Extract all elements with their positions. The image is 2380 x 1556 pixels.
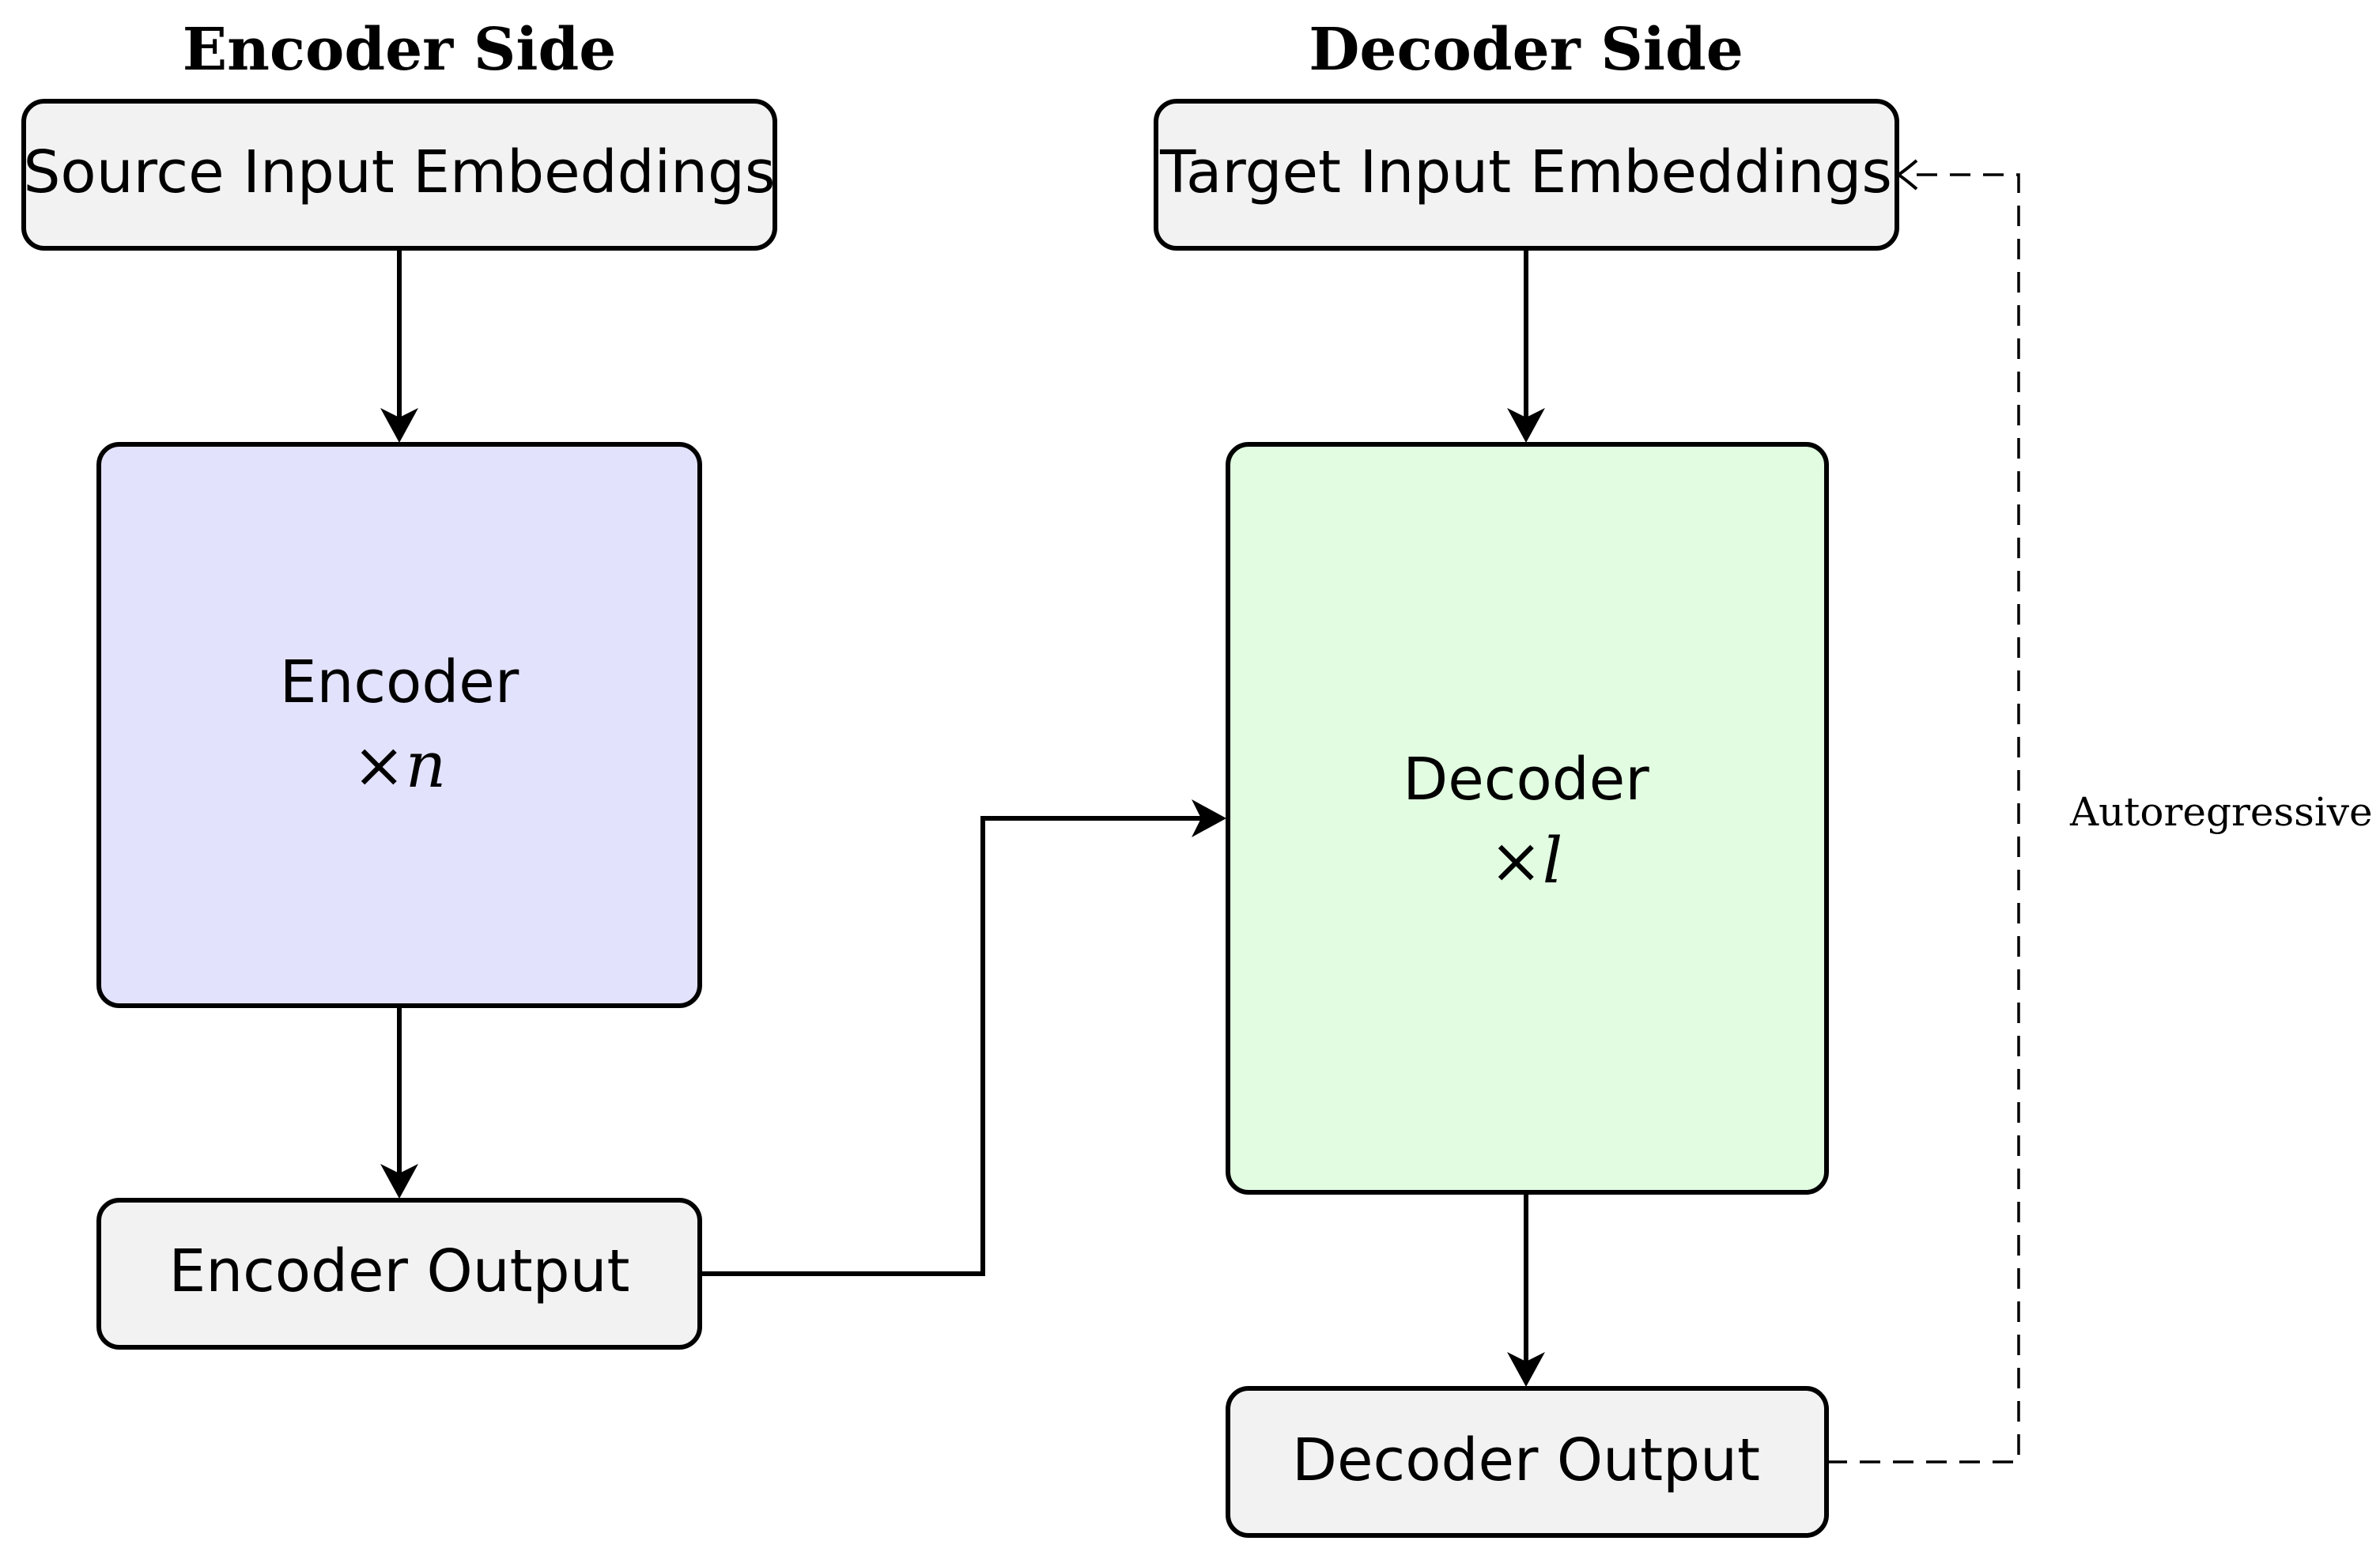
edge-encoder-output-to-decoder	[700, 799, 1226, 1276]
decoder-multiplier: ×l	[1490, 824, 1563, 897]
encoder-output-label: Encoder Output	[168, 1237, 629, 1305]
edge-autoregressive-feedback	[1827, 159, 2020, 1463]
decoder-output-node: Decoder Output	[1226, 1386, 1829, 1538]
decoder-output-label: Decoder Output	[1292, 1426, 1760, 1494]
target-input-embeddings-node: Target Input Embeddings	[1154, 99, 1899, 251]
decoder-node: Decoder ×l	[1226, 442, 1829, 1195]
encoder-output-node: Encoder Output	[96, 1198, 702, 1350]
encoder-node: Encoder ×n	[96, 442, 702, 1008]
decoder-side-heading: Decoder Side	[1309, 16, 1743, 84]
autoregressive-label: Autoregressive	[2069, 789, 2373, 835]
target-input-embeddings-label: Target Input Embeddings	[1159, 138, 1892, 206]
edge-source-to-encoder	[380, 248, 418, 443]
edge-encoder-to-output	[380, 1006, 418, 1199]
edge-decoder-to-output	[1507, 1192, 1545, 1387]
encoder-side-heading: Encoder Side	[183, 16, 617, 84]
edge-target-to-decoder	[1507, 248, 1545, 443]
decoder-label: Decoder	[1403, 746, 1649, 814]
source-input-embeddings-node: Source Input Embeddings	[21, 99, 777, 251]
decoder-box	[1226, 442, 1829, 1195]
encoder-multiplier: ×n	[353, 728, 447, 802]
encoder-label: Encoder	[280, 648, 519, 716]
encoder-box	[96, 442, 702, 1008]
source-input-embeddings-label: Source Input Embeddings	[23, 138, 775, 206]
